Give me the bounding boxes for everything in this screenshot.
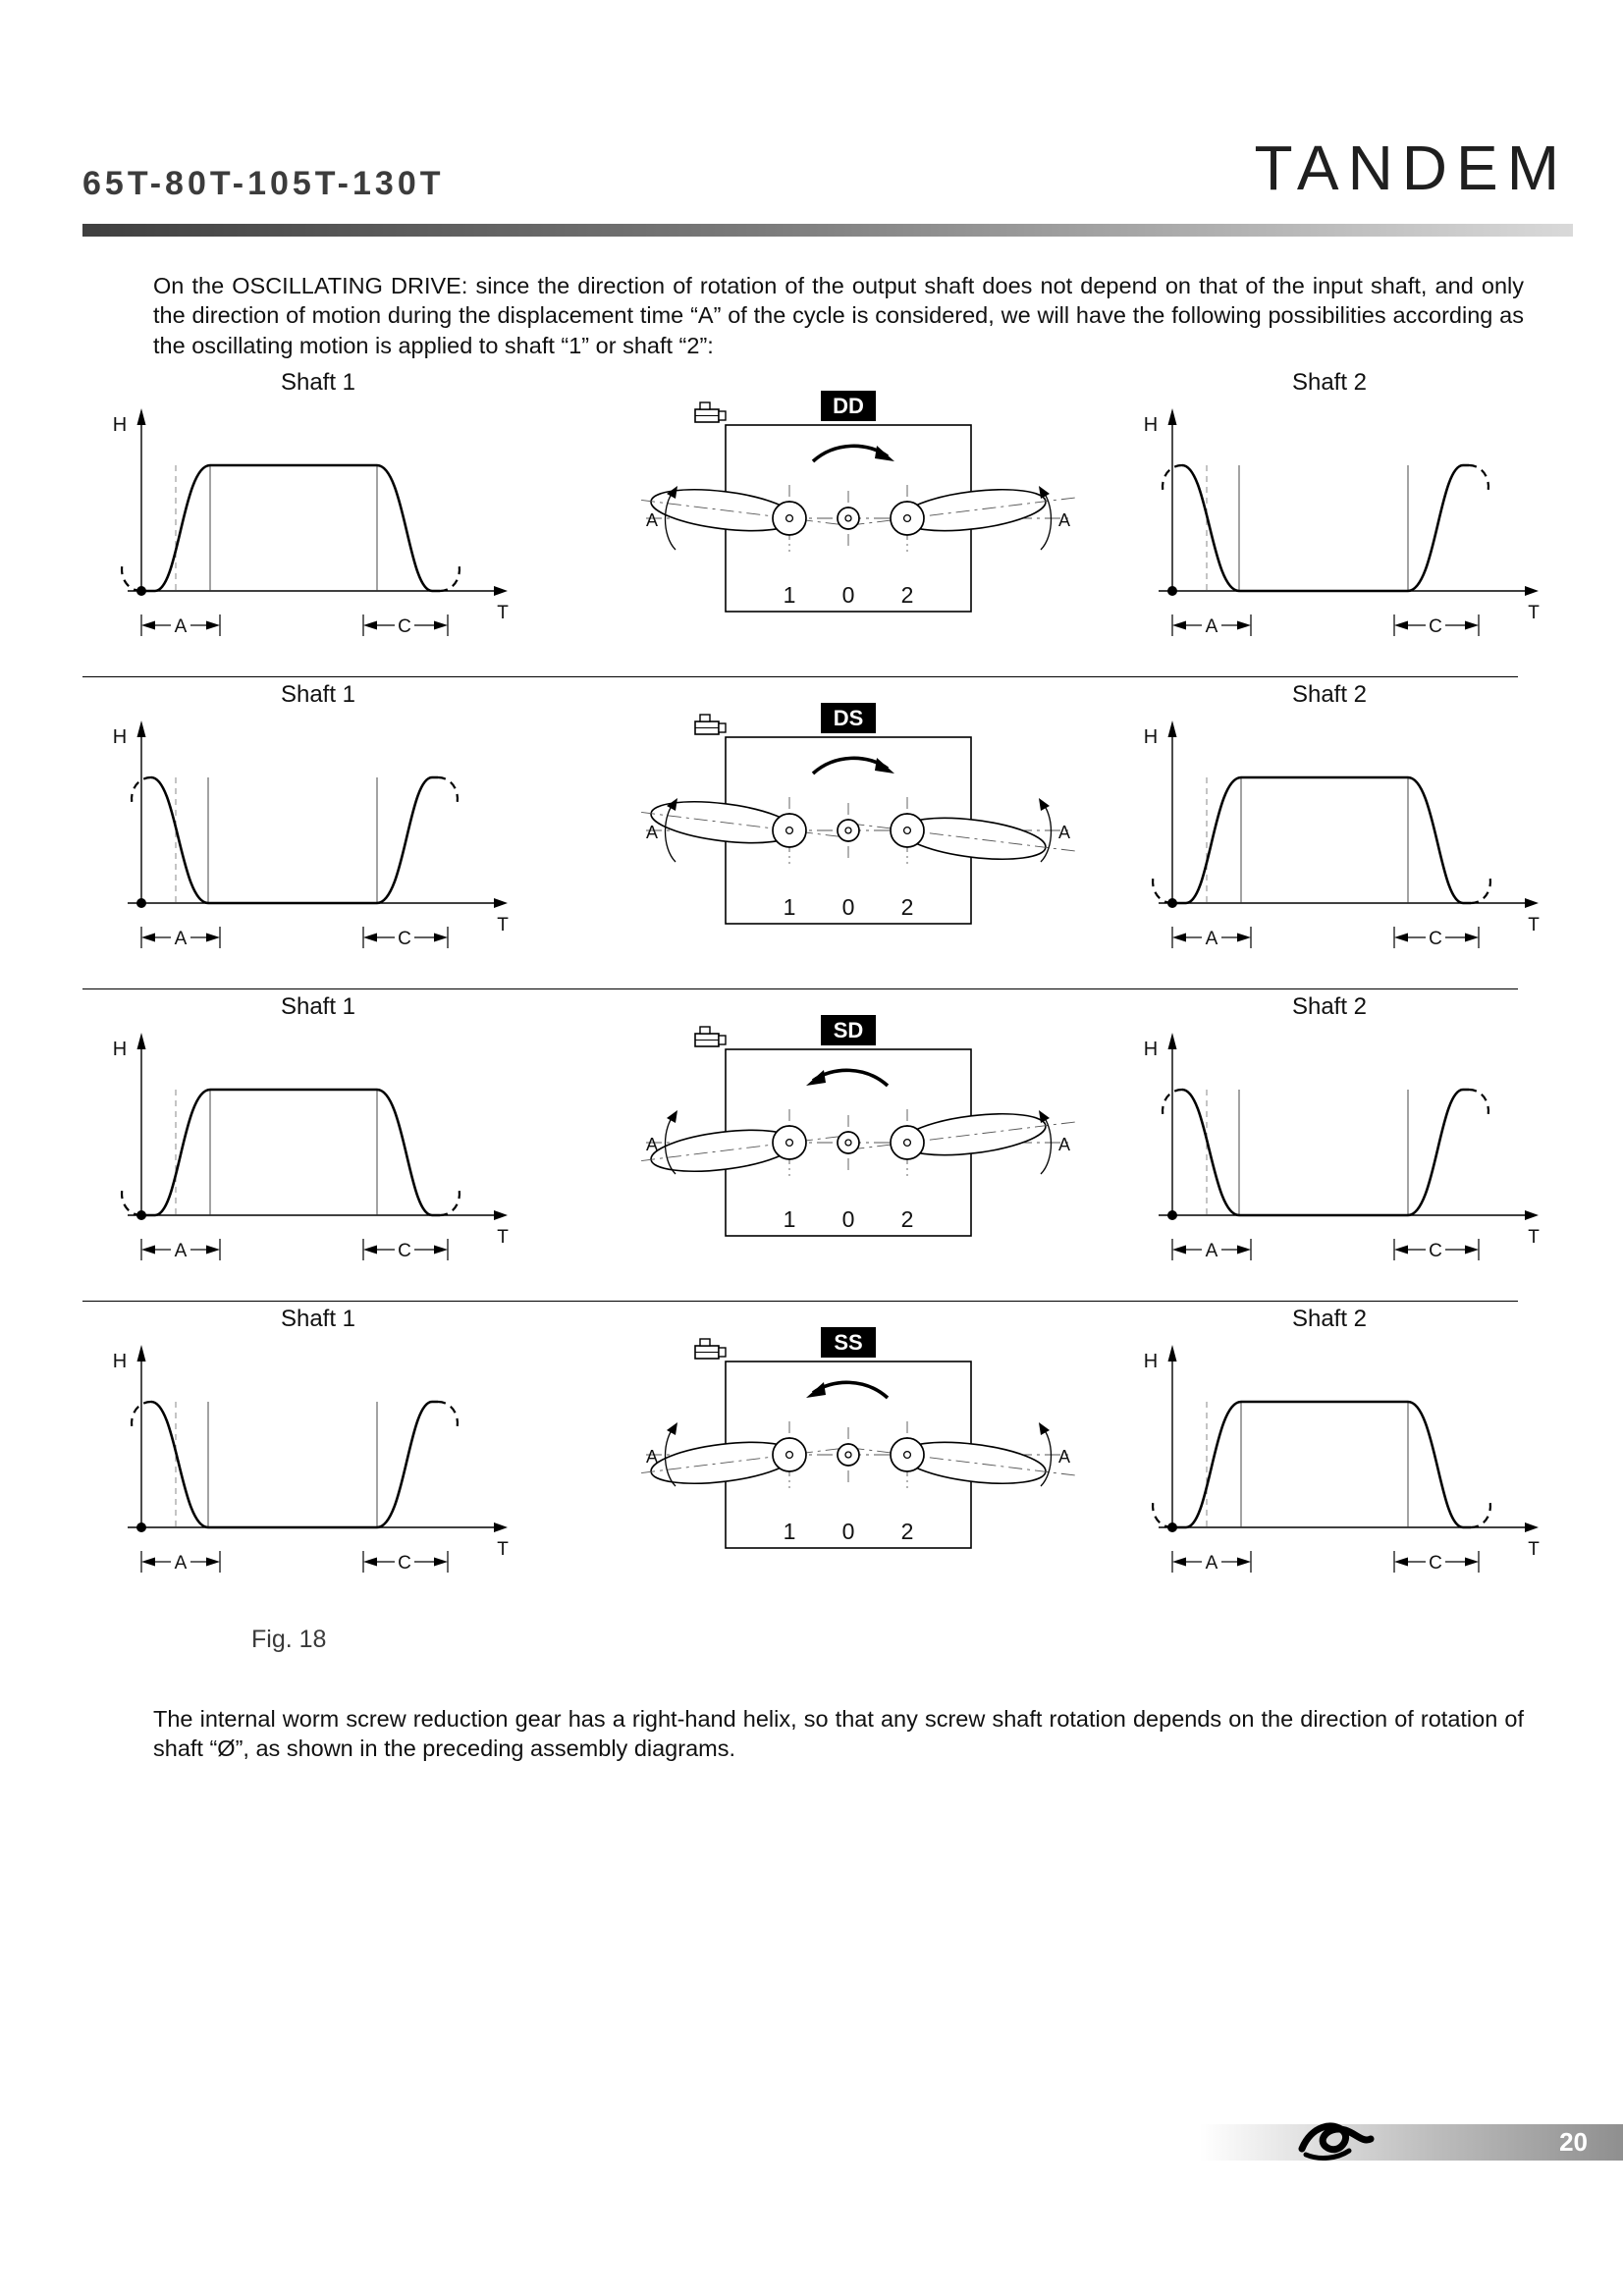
brand-knot-logo-icon (1298, 2122, 1375, 2161)
mode-badge-sd: SD (821, 1015, 876, 1045)
shaft1-label: Shaft 1 (280, 993, 356, 1020)
figure-row-dd: Shaft 1 Shaft 2 DD (82, 365, 1542, 677)
shaft2-label: Shaft 2 (1291, 993, 1368, 1020)
figure-row-sd: Shaft 1 Shaft 2 SD (82, 989, 1542, 1302)
figure-row-ss: Shaft 1 Shaft 2 SS (82, 1302, 1542, 1614)
shaft1-graph (111, 406, 511, 639)
shaft2-label: Shaft 2 (1291, 681, 1368, 708)
shaft1-label: Shaft 1 (280, 1306, 356, 1332)
shaft2-graph (1142, 1031, 1542, 1263)
mode-badge-ss: SS (821, 1327, 876, 1358)
mechanism-diagram-ss (638, 1338, 1078, 1549)
intro-paragraph: On the OSCILLATING DRIVE: since the dire… (153, 272, 1524, 358)
shaft2-label: Shaft 2 (1291, 1306, 1368, 1332)
closing-paragraph: The internal worm screw reduction gear h… (153, 1705, 1524, 1762)
brand-title: TANDEM (1254, 133, 1568, 203)
mechanism-diagram-ds (638, 714, 1078, 925)
shaft2-graph (1142, 1343, 1542, 1575)
page-number: 20 (1559, 2127, 1588, 2157)
footer-bar: 20 (1200, 2122, 1623, 2161)
figure-18-rows: Shaft 1 Shaft 2 DD Shaft 1 Shaft 2 DS (82, 365, 1542, 1614)
shaft1-graph (111, 1031, 511, 1263)
figure-row-ds: Shaft 1 Shaft 2 DS (82, 677, 1542, 989)
shaft1-label: Shaft 1 (280, 369, 356, 396)
mechanism-diagram-dd (638, 401, 1078, 613)
mode-badge-dd: DD (821, 391, 876, 421)
shaft2-label: Shaft 2 (1291, 369, 1368, 396)
mechanism-diagram-sd (638, 1026, 1078, 1237)
shaft2-graph (1142, 406, 1542, 639)
shaft1-label: Shaft 1 (280, 681, 356, 708)
model-range-title: 65T-80T-105T-130T (82, 165, 445, 202)
figure-caption: Fig. 18 (251, 1626, 327, 1653)
shaft2-graph (1142, 719, 1542, 951)
shaft1-graph (111, 719, 511, 951)
mode-badge-ds: DS (821, 703, 876, 733)
header-rule (82, 224, 1573, 237)
shaft1-graph (111, 1343, 511, 1575)
